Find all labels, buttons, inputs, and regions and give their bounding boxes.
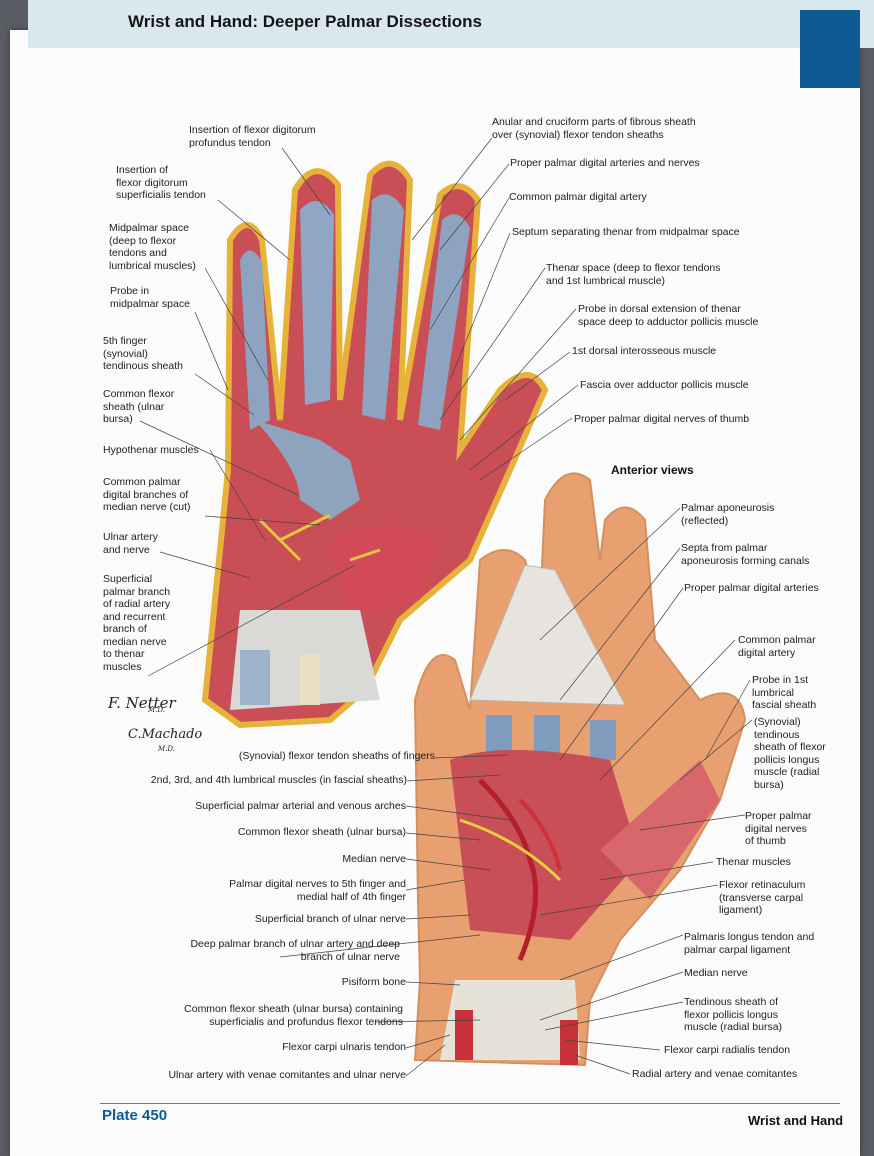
label-common-palmar-artery-lower: Common palmar digital artery (738, 634, 816, 659)
label-superficial-palmar-branch: Superficial palmar branch of radial arte… (103, 573, 171, 673)
upper-hand-dissection (201, 160, 549, 729)
lower-hand-dissection (413, 472, 747, 1067)
label-septa: Septa from palmar aponeurosis forming ca… (681, 542, 810, 567)
netter-signature: F. Netter (108, 694, 176, 712)
label-common-flexor-containing: Common flexor sheath (ulnar bursa) conta… (184, 1003, 403, 1028)
machado-md: M.D. (158, 745, 175, 753)
label-midpalmar-space: Midpalmar space (deep to flexor tendons … (109, 222, 196, 272)
label-fascia-adductor: Fascia over adductor pollicis muscle (580, 379, 749, 391)
label-ulnar-artery-nerve: Ulnar artery and nerve (103, 531, 158, 556)
label-median-nerve-left: Median nerve (342, 853, 406, 865)
label-proper-nerves-thumb-upper: Proper palmar digital nerves of thumb (574, 413, 750, 425)
label-palmar-aponeurosis: Palmar aponeurosis (reflected) (681, 502, 775, 527)
page-title: Wrist and Hand: Deeper Palmar Dissection… (128, 12, 482, 31)
label-fifth-finger-sheath: 5th finger (synovial) tendinous sheath (103, 335, 183, 372)
label-fpl-sheath: (Synovial) tendinous sheath of flexor po… (754, 716, 826, 791)
label-synovial-sheaths: (Synovial) flexor tendon sheaths of fing… (238, 750, 435, 762)
label-anular-cruciform: Anular and cruciform parts of fibrous sh… (492, 116, 696, 141)
plate-number: Plate 450 (102, 1107, 168, 1124)
label-probe-midpalmar: Probe in midpalmar space (110, 285, 190, 310)
label-insertion-fds: Insertion of flexor digitorum superficia… (116, 164, 206, 201)
label-lumbricals: 2nd, 3rd, and 4th lumbrical muscles (in … (150, 774, 407, 786)
label-arches: Superficial palmar arterial and venous a… (195, 800, 406, 812)
label-thenar-space: Thenar space (deep to flexor tendons and… (546, 262, 721, 287)
label-common-flexor-sheath-upper: Common flexor sheath (ulnar bursa) (103, 388, 175, 425)
label-tendinous-sheath-fpl: Tendinous sheath of flexor pollicis long… (684, 996, 783, 1033)
chapter-tab (800, 10, 860, 88)
label-flexor-carpi-radialis: Flexor carpi radialis tendon (664, 1044, 791, 1056)
netter-md: M.D. (148, 706, 165, 714)
section-name: Wrist and Hand (748, 1113, 844, 1128)
label-pisiform: Pisiform bone (341, 976, 406, 988)
label-ulnar-artery-venae: Ulnar artery with venae comitantes and u… (168, 1069, 406, 1081)
label-median-nerve-right: Median nerve (684, 967, 748, 979)
label-first-dorsal-interosseous: 1st dorsal interosseous muscle (572, 345, 717, 357)
label-proper-palmar-arteries-nerves: Proper palmar digital arteries and nerve… (510, 157, 700, 169)
label-hypothenar: Hypothenar muscles (103, 444, 199, 456)
label-thenar-muscles: Thenar muscles (716, 856, 791, 868)
label-proper-nerves-thumb-lower: Proper palmar digital nerves of thumb (745, 810, 812, 847)
label-insertion-fdp: Insertion of flexor digitorum profundus … (189, 124, 316, 149)
label-fcu: Flexor carpi ulnaris tendon (282, 1041, 406, 1053)
header-band (28, 0, 874, 48)
label-common-flexor-sheath-lower: Common flexor sheath (ulnar bursa) (237, 826, 406, 838)
label-superficial-ulnar: Superficial branch of ulnar nerve (254, 913, 406, 925)
label-common-palmar-digital-artery-upper: Common palmar digital artery (509, 191, 647, 203)
label-probe-dorsal-extension: Probe in dorsal extension of thenar spac… (578, 303, 759, 328)
label-proper-palmar-arteries-lower: Proper palmar digital arteries (684, 582, 819, 594)
label-common-palmar-digital-branches: Common palmar digital branches of median… (103, 476, 191, 513)
label-flexor-retinaculum: Flexor retinaculum (transverse carpal li… (719, 879, 806, 916)
label-radial-artery: Radial artery and venae comitantes (632, 1068, 798, 1080)
label-palmar-digital-nerves: Palmar digital nerves to 5th finger and … (229, 878, 406, 903)
machado-signature: C.Machado (128, 727, 203, 742)
view-label: Anterior views (611, 463, 694, 477)
label-deep-palmar: Deep palmar branch of ulnar artery and d… (190, 938, 400, 963)
label-palmaris-longus: Palmaris longus tendon and palmar carpal… (684, 931, 815, 956)
footer-rule (100, 1103, 840, 1104)
label-septum: Septum separating thenar from midpalmar … (512, 226, 740, 238)
leader-lines (139, 137, 753, 1077)
label-probe-lumbrical: Probe in 1st lumbrical fascial sheath (752, 674, 817, 711)
